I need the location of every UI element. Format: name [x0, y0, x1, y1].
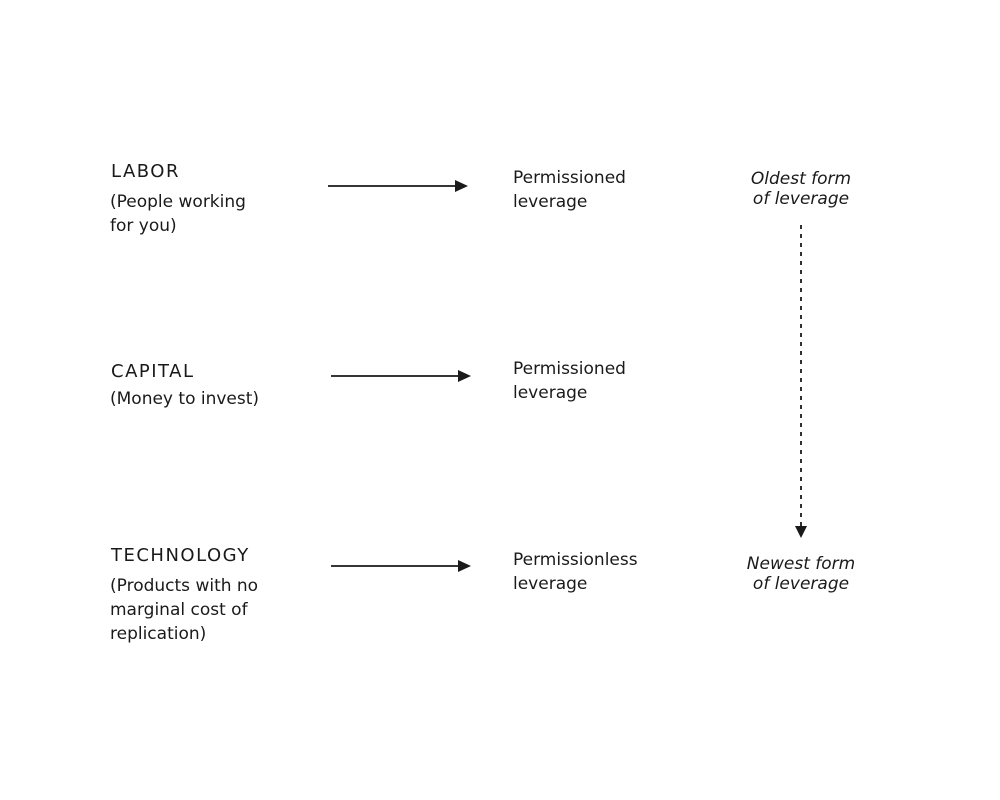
technology-description: (Products with no marginal cost of repli…: [110, 576, 259, 644]
capital-title: CAPITAL: [111, 361, 195, 382]
technology-title: TECHNOLOGY: [111, 545, 250, 566]
newest-form-label: Newest form of leverage: [746, 554, 856, 594]
technology-arrow: [331, 560, 471, 572]
labor-arrow: [328, 180, 468, 192]
capital-result: Permissioned leverage: [513, 359, 626, 403]
timeline-dashed-arrow: [795, 225, 807, 538]
labor-result: Permissioned leverage: [513, 168, 626, 212]
oldest-form-label: Oldest form of leverage: [750, 169, 852, 209]
labor-description: (People working for you): [110, 192, 246, 236]
capital-description: (Money to invest): [110, 389, 260, 409]
labor-title: LABOR: [111, 161, 180, 182]
capital-arrow: [331, 370, 471, 382]
technology-result: Permissionless leverage: [513, 550, 638, 594]
